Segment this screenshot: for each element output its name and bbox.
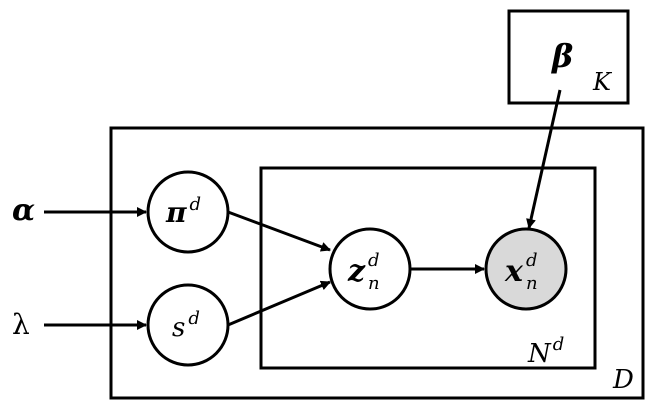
x-label-sub: n xyxy=(526,273,538,294)
plate-n xyxy=(259,166,597,370)
pi-node xyxy=(146,170,230,254)
plate-k xyxy=(507,9,630,105)
plate-d xyxy=(109,126,645,400)
plate-d-label: D xyxy=(612,365,634,395)
beta-label: β xyxy=(551,37,573,75)
alpha-label: α xyxy=(12,193,35,228)
z-node xyxy=(328,227,412,311)
s-main: s xyxy=(172,313,185,343)
plate-n-sup: d xyxy=(553,334,565,355)
pi-main: π xyxy=(165,196,187,229)
s-sup: d xyxy=(188,308,200,329)
z-label-sup: d xyxy=(368,250,380,271)
plate-n-main: N xyxy=(527,339,552,369)
edge-pi-z xyxy=(227,210,331,252)
edge-s-z xyxy=(227,280,331,327)
z-label-main: z xyxy=(347,254,366,289)
z-label-sub: n xyxy=(368,273,380,294)
lambda-label: λ xyxy=(12,308,30,341)
x-label-sup: d xyxy=(526,250,538,271)
plate-k-label: K xyxy=(592,68,613,96)
pi-sup: d xyxy=(190,194,202,215)
x-node xyxy=(484,227,568,311)
s-node xyxy=(146,283,230,367)
edge-beta-x xyxy=(526,89,562,229)
x-label-main: x xyxy=(504,254,524,289)
